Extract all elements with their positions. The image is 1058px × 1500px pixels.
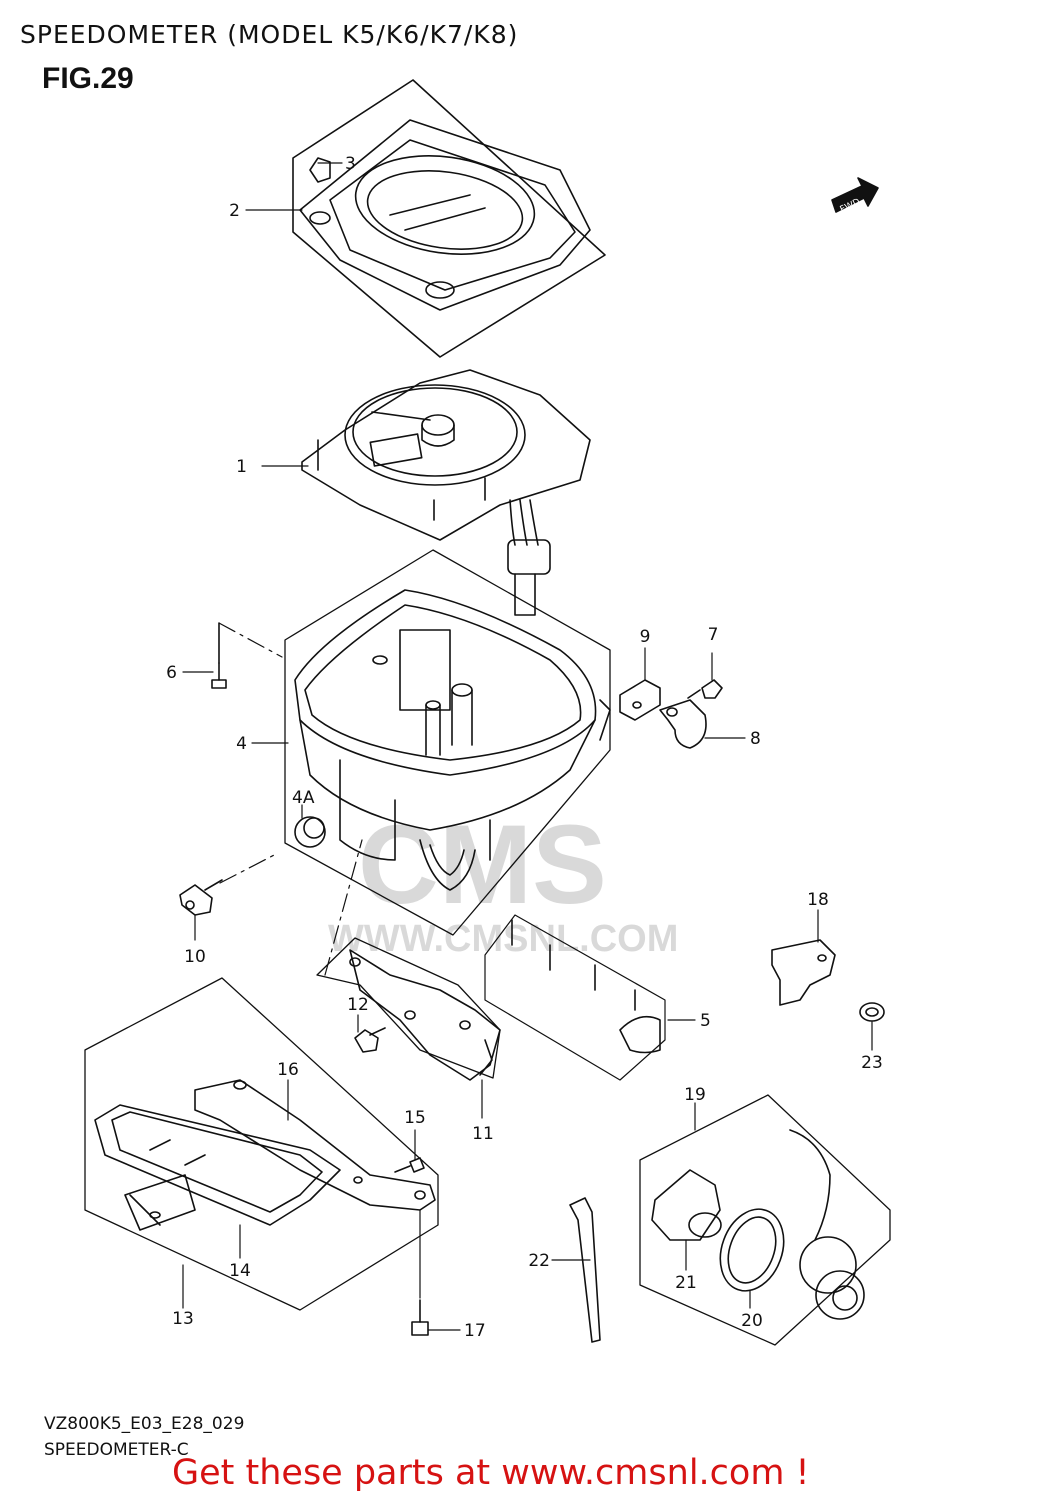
callout-10: 10 [184,947,206,967]
callout-leaders [182,162,873,1331]
callout-4a: 4A [292,788,315,808]
figure-number: FIG.29 [42,62,134,95]
part-11-bracket [316,937,501,1081]
callout-9: 9 [640,627,651,647]
callout-3: 3 [345,154,356,174]
callout-22: 22 [528,1251,550,1271]
part-1-meter [301,369,591,616]
part-22-tie [569,1197,601,1343]
part-13-box [84,977,439,1311]
callout-12: 12 [347,995,369,1015]
part-20-ring [719,1208,785,1292]
callout-1: 1 [236,457,247,477]
callout-4: 4 [236,734,247,754]
callout-8: 8 [750,729,761,749]
callout-11: 11 [472,1124,494,1144]
callout-18: 18 [807,890,829,910]
part-9-bracket [619,679,661,721]
part-15-screw [394,1157,425,1173]
callout-16: 16 [277,1060,299,1080]
fwd-arrow-icon [831,177,879,213]
part-16-bracket [194,1079,436,1211]
callout-13: 13 [172,1309,194,1329]
callout-21: 21 [675,1273,697,1293]
callout-2: 2 [229,201,240,221]
part-2-cover [292,79,606,358]
part-10-screw [179,879,223,916]
callout-23: 23 [861,1053,883,1073]
part-23-clip [859,1002,885,1022]
part-4-case [284,549,611,936]
callout-5: 5 [700,1011,711,1031]
diagram-name: SPEEDOMETER-C [44,1440,189,1460]
part-6-screw [211,662,227,689]
callout-20: 20 [741,1311,763,1331]
part-7-screw [687,679,723,699]
callout-7: 7 [708,625,719,645]
callout-14: 14 [229,1261,251,1281]
callout-15: 15 [404,1108,426,1128]
part-21-socket [651,1169,722,1241]
part-5-box [484,914,666,1081]
part-12-screw [354,1027,386,1053]
diagram-code: VZ800K5_E03_E28_029 [44,1414,245,1434]
part-17-screw [411,1299,429,1336]
part-8-clamp [659,699,707,749]
promo-banner-link[interactable]: Get these parts at www.cmsnl.com ! [172,1453,810,1493]
part-4a-grommet [294,816,326,848]
part-19-box [639,1094,891,1346]
callout-19: 19 [684,1085,706,1105]
part-18-bracket [771,939,836,1006]
diagram-title: SPEEDOMETER (MODEL K5/K6/K7/K8) [20,20,519,49]
callout-6: 6 [166,663,177,683]
callout-17: 17 [464,1321,486,1341]
assembly-leaders [218,622,363,976]
